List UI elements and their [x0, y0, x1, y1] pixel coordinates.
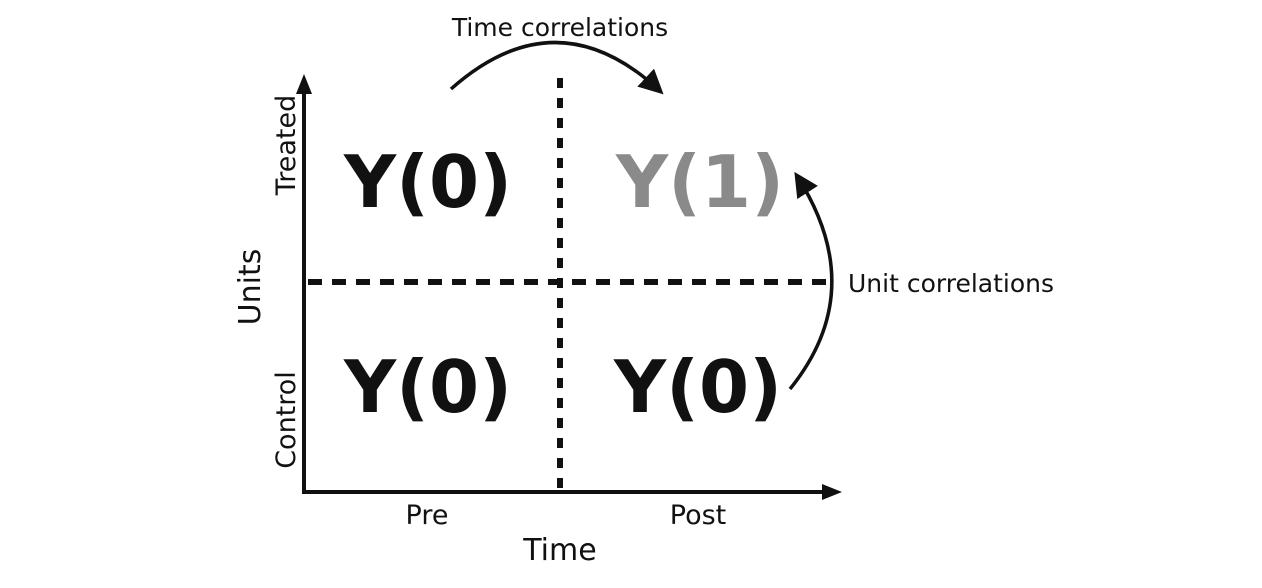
- y-tick-control: Control: [271, 371, 302, 469]
- time-correlation-arrow: [449, 40, 664, 95]
- time-correlations-label: Time correlations: [451, 13, 668, 42]
- cell-control-pre: Y(0): [343, 345, 512, 429]
- cell-treated-post: Y(1): [615, 140, 784, 224]
- cell-treated-pre: Y(0): [343, 140, 512, 224]
- x-axis-arrowhead: [822, 484, 842, 500]
- unit-correlations-label: Unit correlations: [848, 269, 1054, 298]
- y-axis-arrowhead: [296, 74, 312, 94]
- x-tick-pre: Pre: [406, 500, 449, 531]
- unit-correlation-arrow: [788, 171, 834, 391]
- y-axis-title: Units: [233, 249, 268, 326]
- y-tick-treated: Treated: [271, 95, 302, 197]
- cell-control-post: Y(0): [613, 345, 782, 429]
- x-axis-title: Time: [522, 533, 596, 568]
- x-tick-post: Post: [670, 500, 727, 531]
